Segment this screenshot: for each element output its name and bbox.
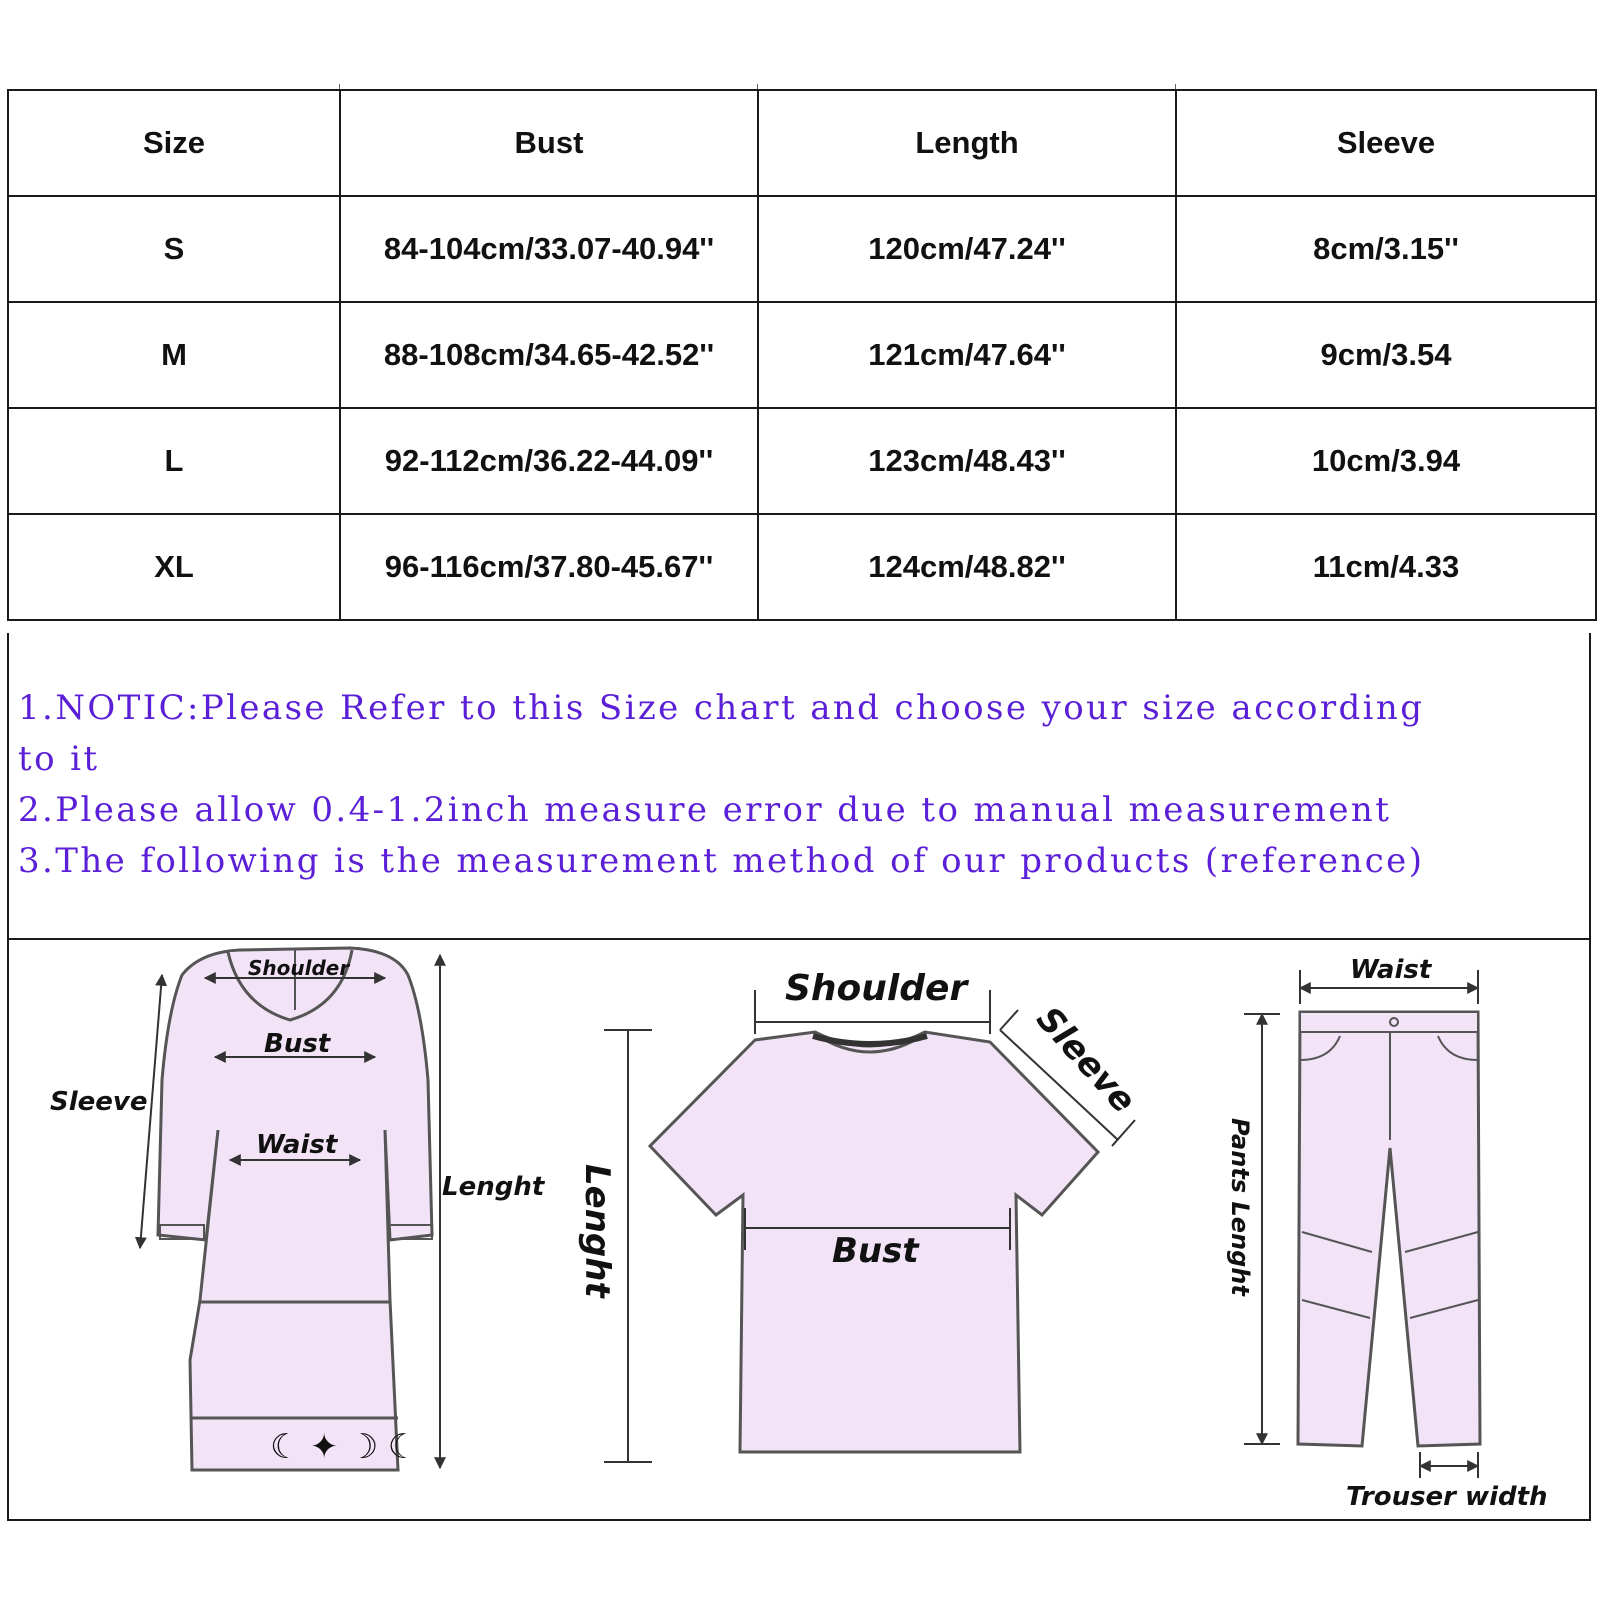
top-tick [339,84,340,92]
pants-pocket-right [1437,1035,1479,1061]
header-length: Length [757,89,1177,197]
cell-length: 121cm/47.64'' [757,301,1177,409]
header-bust: Bust [339,89,759,197]
measurement-diagrams [7,940,1591,1521]
cell-length: 124cm/48.82'' [757,513,1177,621]
pants-length-label: Pants Lenght [1226,1118,1254,1297]
pants-seam [1301,1231,1373,1253]
cell-size: S [7,195,341,303]
cell-sleeve: 11cm/4.33 [1175,513,1597,621]
moon-pattern-icon: ☾ ✦ ☽ ☾ [270,1428,418,1466]
table-row: S 84-104cm/33.07-40.94'' 120cm/47.24'' 8… [7,195,1597,303]
pants-waist-label: Waist [1350,955,1433,985]
cuff-right [387,1224,433,1240]
cell-size: XL [7,513,341,621]
cell-sleeve: 10cm/3.94 [1175,407,1597,515]
tshirt-sleeve-tick-top [999,1009,1019,1031]
pants-trouser-width-label: Trouser width [1346,1482,1548,1512]
dress-sleeve-arrow [134,973,168,1250]
notes-section: 1.NOTIC:Please Refer to this Size chart … [7,633,1591,940]
tshirt-collar-band [812,1033,928,1047]
table-header-row: Size Bust Length Sleeve [7,89,1597,197]
dress-length-label: Lenght [442,1172,546,1202]
table-row: XL 96-116cm/37.80-45.67'' 124cm/48.82'' … [7,513,1597,621]
note-line-1-continued: to it [18,739,100,779]
tshirt-diagram: Shoulder Sleeve Lenght Bust [577,968,1143,1463]
dress-body [156,946,434,1472]
dress-shoulder-label: Shoulder [248,956,350,980]
pants-pocket-left [1299,1035,1341,1061]
cell-bust: 84-104cm/33.07-40.94'' [339,195,759,303]
table-row: M 88-108cm/34.65-42.52'' 121cm/47.64'' 9… [7,301,1597,409]
cell-sleeve: 8cm/3.15'' [1175,195,1597,303]
tshirt-bust-label: Bust [832,1231,920,1271]
pants-seam [1301,1299,1371,1319]
cell-length: 120cm/47.24'' [757,195,1177,303]
cell-size: L [7,407,341,515]
pants-button-icon [1389,1017,1399,1027]
dress-sleeve-label: Sleeve [50,1087,148,1117]
pants-seam [1404,1231,1479,1253]
size-table: Size Bust Length Sleeve S 84-104cm/33.07… [7,89,1597,621]
top-tick [757,84,758,92]
dress-waist-label: Waist [256,1130,339,1160]
cell-bust: 92-112cm/36.22-44.09'' [339,407,759,515]
cell-bust: 96-116cm/37.80-45.67'' [339,513,759,621]
note-line-2: 2.Please allow 0.4-1.2inch measure error… [18,790,1392,830]
tshirt-length-label: Lenght [577,1164,617,1299]
cell-bust: 88-108cm/34.65-42.52'' [339,301,759,409]
pants-diagram: Waist Pants Lenght Trouser width [1226,955,1548,1512]
dress-bust-label: Bust [264,1029,332,1059]
pants-seam [1409,1299,1479,1319]
tshirt-sleeve-line [999,1029,1119,1141]
cell-size: M [7,301,341,409]
pants-body [1296,1010,1482,1448]
note-line-3: 3.The following is the measurement metho… [18,841,1425,881]
top-tick [1175,84,1176,92]
table-row: L 92-112cm/36.22-44.09'' 123cm/48.43'' 1… [7,407,1597,515]
dress-diagram: ☾ ✦ ☽ ☾ Shoulder Bust Waist Sleeve Lengh… [50,946,546,1472]
tshirt-shoulder-label: Shoulder [785,968,969,1009]
header-size: Size [7,89,341,197]
note-line-1: 1.NOTIC:Please Refer to this Size chart … [18,688,1425,728]
tshirt-sleeve-tick-bottom [1111,1119,1136,1147]
cell-sleeve: 9cm/3.54 [1175,301,1597,409]
cell-length: 123cm/48.43'' [757,407,1177,515]
header-sleeve: Sleeve [1175,89,1597,197]
